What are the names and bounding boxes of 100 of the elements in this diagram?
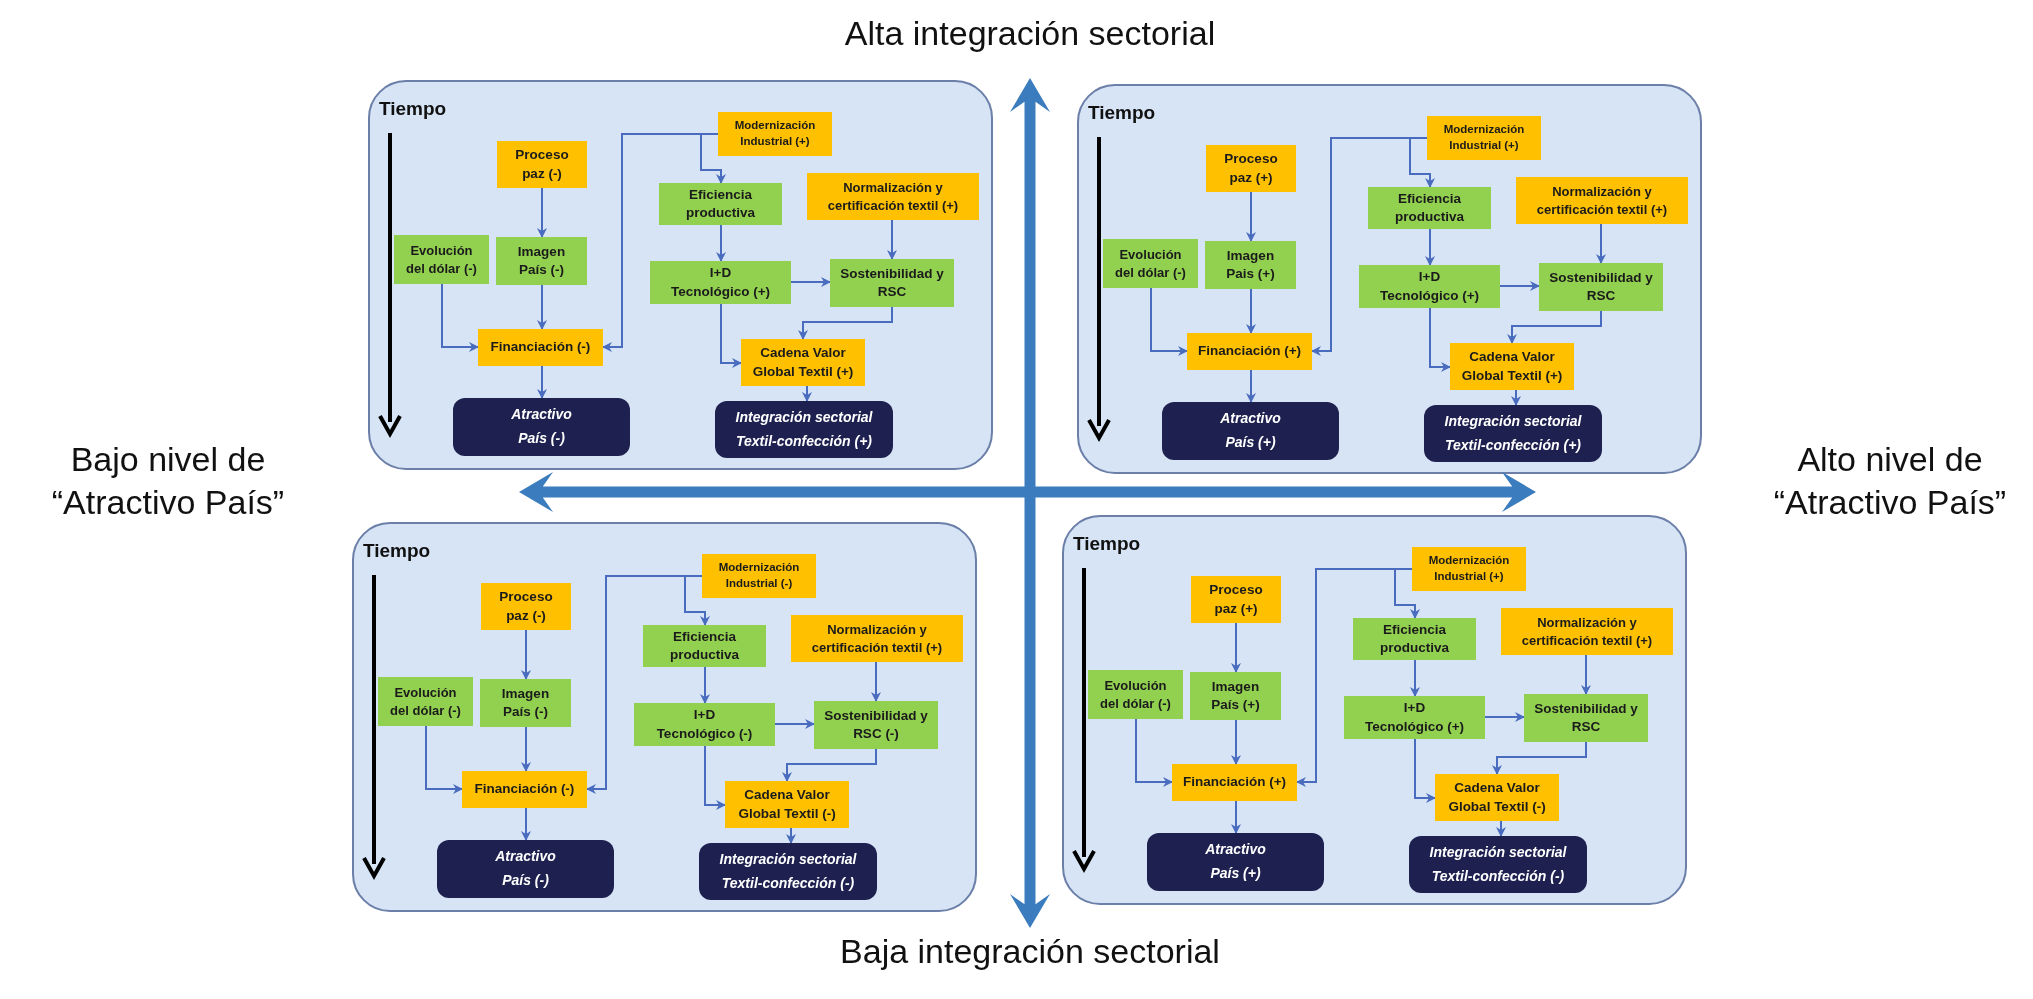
outcome-box: Atractivo País (+) bbox=[1162, 402, 1339, 460]
factor-box: Sostenibilidad y RSC bbox=[1539, 263, 1663, 311]
arrow bbox=[1507, 310, 1602, 344]
factor-box: I+D Tecnológico (+) bbox=[1344, 696, 1485, 739]
arrow bbox=[1231, 719, 1241, 765]
arrow bbox=[1231, 800, 1241, 834]
arrow bbox=[521, 629, 531, 680]
axis-label: Bajo nivel de “Atractivo País” bbox=[50, 439, 286, 523]
time-label: Tiempo bbox=[379, 98, 447, 120]
factor-box: Eficiencia productiva bbox=[659, 183, 782, 225]
outcome-box: Atractivo País (+) bbox=[1147, 833, 1324, 891]
factor-box: Financiación (+) bbox=[1187, 333, 1312, 370]
quadrant-panel bbox=[352, 522, 977, 912]
factor-box: Imagen País (+) bbox=[1190, 672, 1281, 720]
quadrant-panel bbox=[1077, 84, 1702, 474]
arrow bbox=[1596, 223, 1606, 264]
factor-box: Modernización Industrial (+) bbox=[1427, 116, 1541, 160]
arrow bbox=[700, 666, 710, 704]
factor-box: Evolución del dólar (-) bbox=[1088, 670, 1183, 719]
factor-box: Financiación (-) bbox=[478, 329, 603, 366]
arrow bbox=[425, 725, 463, 794]
arrow bbox=[1499, 281, 1540, 291]
factor-box: I+D Tecnológico (-) bbox=[634, 703, 775, 746]
arrow bbox=[704, 745, 726, 810]
outcome-box: Atractivo País (-) bbox=[453, 398, 630, 456]
quadrant-panel bbox=[368, 80, 993, 470]
arrow bbox=[798, 306, 893, 340]
arrow bbox=[1492, 741, 1587, 775]
factor-box: Imagen País (-) bbox=[496, 237, 587, 285]
arrow bbox=[790, 277, 831, 287]
arrow bbox=[700, 133, 726, 184]
arrow bbox=[441, 283, 479, 352]
arrow bbox=[720, 303, 742, 368]
factor-box: Cadena Valor Global Textil (-) bbox=[725, 781, 849, 828]
factor-box: Proceso paz (+) bbox=[1206, 145, 1296, 192]
arrow bbox=[1581, 654, 1591, 695]
axis-label: Alto nivel de “Atractivo País” bbox=[1772, 439, 2008, 523]
factor-box: Cadena Valor Global Textil (+) bbox=[1450, 343, 1574, 390]
axis-label: Baja integración sectorial bbox=[839, 931, 1221, 972]
arrow bbox=[1496, 820, 1506, 837]
arrow bbox=[1511, 389, 1521, 406]
factor-box: Sostenibilidad y RSC (-) bbox=[814, 701, 938, 749]
factor-box: Evolución del dólar (-) bbox=[394, 235, 489, 284]
arrow bbox=[521, 726, 531, 772]
factor-box: Financiación (+) bbox=[1172, 764, 1297, 801]
factor-box: Cadena Valor Global Textil (+) bbox=[741, 339, 865, 386]
arrow bbox=[782, 748, 877, 782]
arrow bbox=[1410, 659, 1420, 697]
arrow bbox=[537, 187, 547, 238]
factor-box: Modernización Industrial (+) bbox=[718, 112, 832, 156]
arrow bbox=[1246, 191, 1256, 242]
factor-box: Evolución del dólar (-) bbox=[1103, 239, 1198, 288]
factor-box: Sostenibilidad y RSC bbox=[830, 259, 954, 307]
arrow bbox=[521, 807, 531, 841]
arrow bbox=[1484, 712, 1525, 722]
outcome-box: Atractivo País (-) bbox=[437, 840, 614, 898]
factor-box: Proceso paz (-) bbox=[497, 141, 587, 188]
arrow bbox=[871, 661, 881, 702]
outcome-box: Integración sectorial Textil-confección (+) bbox=[1424, 405, 1602, 462]
factor-box: Normalización y certificación textil (+) bbox=[1516, 177, 1688, 224]
outcome-box: Integración sectorial Textil-confección (-) bbox=[1409, 836, 1587, 893]
factor-box: Cadena Valor Global Textil (-) bbox=[1435, 774, 1559, 821]
factor-box: Imagen Pais (+) bbox=[1205, 241, 1296, 289]
quadrant-panel bbox=[1062, 515, 1687, 905]
arrow bbox=[786, 827, 796, 844]
arrow bbox=[887, 219, 897, 260]
factor-box: Sostenibilidad y RSC bbox=[1524, 694, 1648, 742]
arrow bbox=[774, 719, 815, 729]
arrow bbox=[802, 385, 812, 402]
arrow bbox=[537, 365, 547, 399]
factor-box: Eficiencia productiva bbox=[1353, 618, 1476, 660]
factor-box: Modernización Industrial (-) bbox=[702, 554, 816, 598]
factor-box: Modernización Industrial (+) bbox=[1412, 547, 1526, 591]
factor-box: Normalización y certificación textil (+) bbox=[1501, 608, 1673, 655]
factor-box: Normalización y certificación textil (+) bbox=[807, 173, 979, 220]
arrow bbox=[1414, 738, 1436, 803]
arrow bbox=[1135, 718, 1173, 787]
factor-box: Evolución del dólar (-) bbox=[378, 677, 473, 726]
arrow bbox=[1246, 369, 1256, 403]
time-label: Tiempo bbox=[363, 540, 431, 562]
arrow bbox=[716, 224, 726, 262]
factor-box: I+D Tecnológico (+) bbox=[1359, 265, 1500, 308]
factor-box: Financiación (-) bbox=[462, 771, 587, 808]
factor-box: I+D Tecnológico (+) bbox=[650, 261, 791, 304]
time-label: Tiempo bbox=[1088, 102, 1156, 124]
arrow bbox=[1429, 307, 1451, 372]
arrow bbox=[1246, 288, 1256, 334]
factor-box: Normalización y certificación textil (+) bbox=[791, 615, 963, 662]
arrow bbox=[1150, 287, 1188, 356]
outcome-box: Integración sectorial Textil-confección (+) bbox=[715, 401, 893, 458]
factor-box: Imagen País (-) bbox=[480, 679, 571, 727]
arrow bbox=[1231, 622, 1241, 673]
arrow bbox=[1425, 228, 1435, 266]
arrow bbox=[1409, 137, 1435, 188]
outcome-box: Integración sectorial Textil-confección (-) bbox=[699, 843, 877, 900]
arrow bbox=[537, 284, 547, 330]
factor-box: Proceso paz (+) bbox=[1191, 576, 1281, 623]
axis-label: Alta integración sectorial bbox=[843, 13, 1217, 54]
arrow bbox=[684, 575, 710, 626]
factor-box: Eficiencia productiva bbox=[1368, 187, 1491, 229]
